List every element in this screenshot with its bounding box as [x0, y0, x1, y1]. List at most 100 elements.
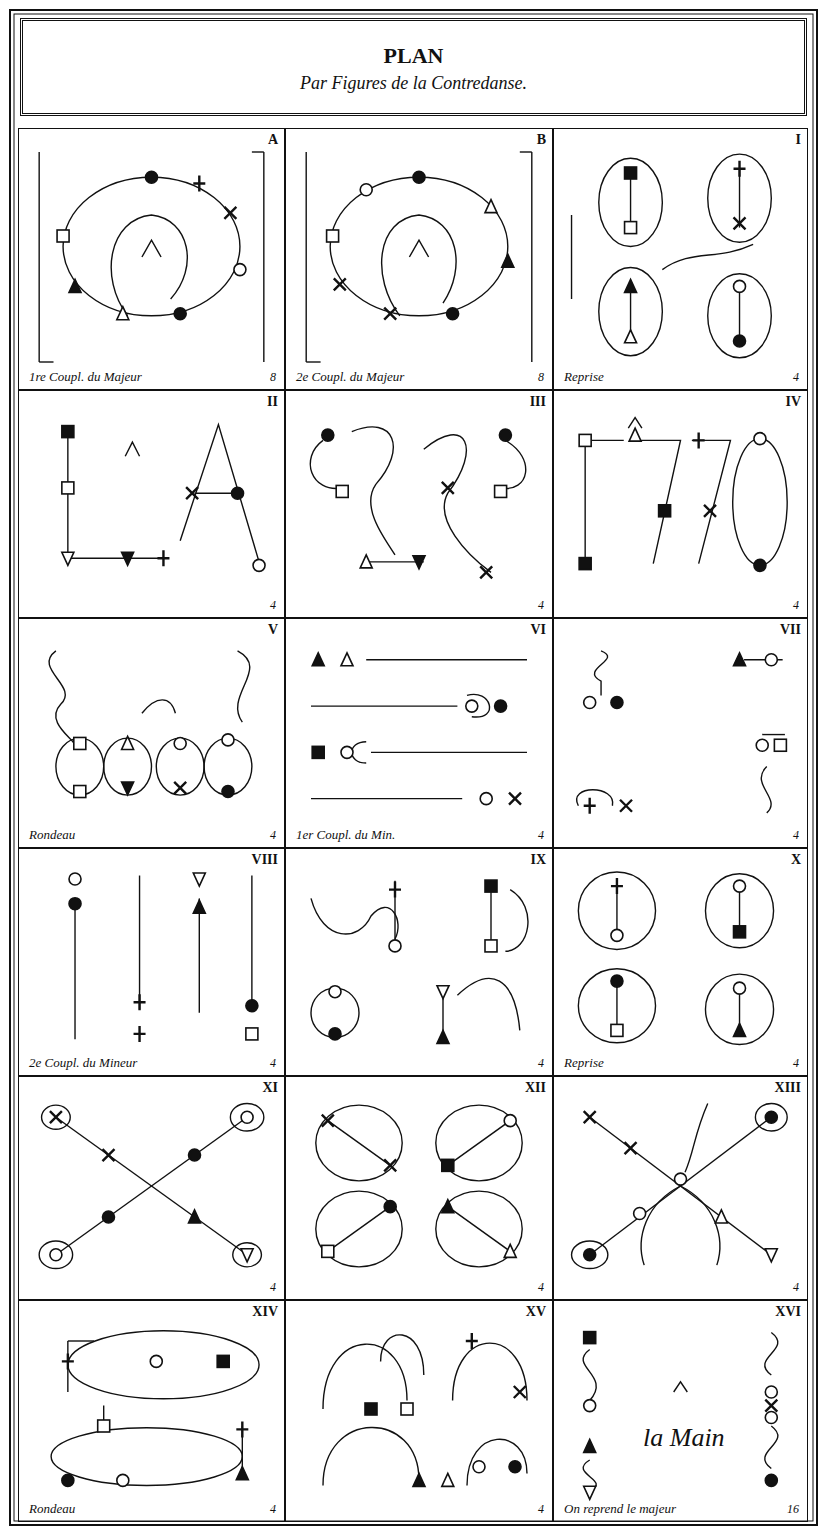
figure-number: VII — [780, 622, 801, 637]
dancer-mark — [693, 432, 705, 448]
dance-path — [578, 872, 655, 949]
dancer-mark — [413, 171, 425, 183]
dancer-mark — [611, 878, 623, 894]
dancer-mark — [447, 308, 459, 320]
dancer-mark — [157, 550, 169, 566]
figure-paths — [68, 425, 259, 562]
dance-path — [448, 1207, 510, 1252]
dancer-mark — [774, 739, 786, 751]
figure-panel: VIII2e Coupl. du Mineur4 — [18, 848, 285, 1076]
dancer-mark — [384, 308, 396, 320]
figure-caption: Rondeau — [27, 1502, 77, 1516]
bar-count: 8 — [268, 371, 278, 384]
dance-path — [311, 798, 462, 799]
bar-count: 4 — [536, 1057, 546, 1070]
figure-caption: Reprise — [562, 1056, 606, 1070]
dancer-mark — [765, 1400, 777, 1412]
figure-number: A — [268, 132, 278, 147]
dance-path — [571, 215, 572, 299]
figure-paths — [306, 152, 532, 362]
figure-panel: XV4 — [285, 1300, 553, 1522]
dancer-mark — [322, 429, 334, 441]
dance-path — [328, 1207, 390, 1252]
bar-count: 16 — [785, 1503, 801, 1516]
dancer-mark — [174, 308, 186, 320]
dancer-mark — [134, 994, 146, 1010]
bar-count: 4 — [791, 1281, 801, 1294]
figure-panel: VI1er Coupl. du Min.4 — [285, 618, 553, 848]
figure-number: XVI — [775, 1304, 801, 1319]
dancer-mark — [499, 429, 511, 441]
dancer-mark — [584, 1400, 596, 1412]
dancer-mark — [466, 1333, 478, 1349]
dancer-mark — [62, 482, 74, 494]
figure-number: I — [796, 132, 801, 147]
dancer-mark — [122, 552, 134, 565]
dancer-mark — [584, 798, 596, 814]
dancer-mark — [734, 1023, 746, 1036]
dance-path — [583, 1350, 596, 1401]
dancer-mark — [246, 1028, 258, 1040]
figure-paths — [39, 152, 264, 362]
dance-path — [453, 1343, 527, 1400]
dancer-mark — [102, 1211, 114, 1223]
figure-panel: X Reprise 4 — [553, 848, 808, 1076]
bar-count: 4 — [536, 1503, 546, 1516]
dancer-mark — [117, 307, 129, 320]
figure-paths — [572, 1103, 788, 1268]
figure-panel: XII4 — [285, 1076, 553, 1300]
figure-paths — [310, 427, 525, 572]
dance-path — [125, 442, 139, 456]
dancer-mark — [329, 1028, 341, 1040]
dance-path — [352, 427, 395, 555]
dancer-mark — [236, 1421, 248, 1437]
dance-path — [599, 268, 663, 356]
dancer-mark — [765, 1249, 777, 1262]
figure-caption: 1re Coupl. du Majeur — [27, 370, 144, 384]
dancer-mark — [50, 1111, 62, 1123]
dancer-mark — [234, 264, 246, 276]
dance-path — [448, 1121, 510, 1166]
dance-path — [705, 974, 773, 1044]
dance-path — [755, 1103, 787, 1131]
dancer-mark — [765, 1474, 777, 1486]
dancer-mark — [186, 487, 198, 499]
bar-count: 4 — [791, 1057, 801, 1070]
figure-number: X — [791, 852, 801, 867]
dancer-mark — [69, 898, 81, 910]
figure-paths — [585, 418, 787, 566]
dancer-mark — [473, 1461, 485, 1473]
dance-path — [366, 659, 527, 660]
dance-path — [424, 435, 491, 573]
figure-panel: XIVRondeau4 — [18, 1300, 285, 1522]
dancer-mark — [241, 1249, 253, 1262]
dancer-mark — [437, 1030, 449, 1043]
figure-panel: IV4 — [553, 390, 808, 618]
dancer-mark — [102, 1149, 114, 1161]
figure-number: B — [537, 132, 546, 147]
figure-panel: XVIla MainOn reprend le majeur16 — [553, 1300, 808, 1522]
dancer-mark — [495, 485, 507, 497]
dance-path — [599, 158, 663, 246]
dance-path — [382, 215, 456, 316]
dance-path — [306, 152, 307, 362]
figure-number: XIII — [775, 1080, 801, 1095]
figure-paths — [572, 154, 772, 358]
dancer-mark — [765, 1386, 777, 1398]
dancer-mark — [413, 556, 425, 569]
dancer-mark — [98, 1420, 110, 1432]
dance-path — [762, 734, 785, 735]
dancer-mark — [765, 654, 777, 666]
dance-path — [68, 1340, 94, 1341]
dance-path — [306, 361, 320, 362]
dance-path — [371, 752, 527, 753]
bar-count: 4 — [268, 1281, 278, 1294]
dancer-mark — [485, 940, 497, 952]
dance-path — [139, 876, 140, 1010]
dance-path — [199, 898, 200, 1012]
dancer-mark — [584, 1111, 596, 1123]
dancer-mark — [625, 330, 637, 343]
dancer-mark — [341, 746, 353, 758]
figure-paths — [323, 1335, 527, 1486]
